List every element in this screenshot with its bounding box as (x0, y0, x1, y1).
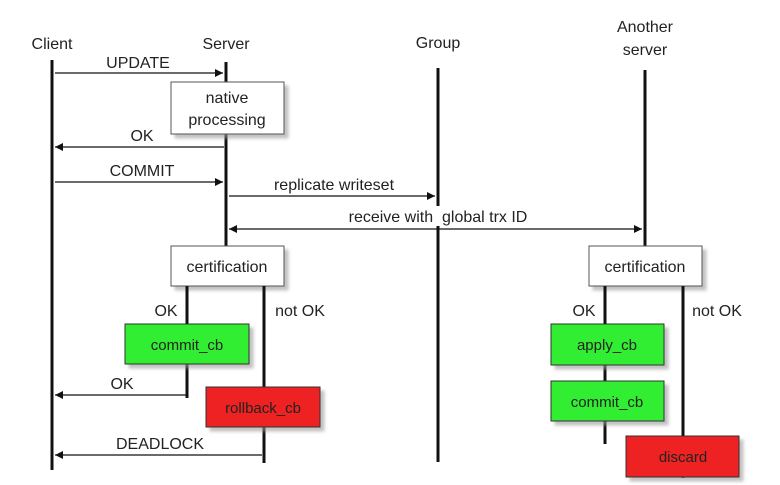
native-processing-box (170, 81, 285, 135)
apply-cb-box (550, 323, 665, 366)
native-processing-label-line2: processing (188, 112, 265, 129)
native-processing-label-line1: native (206, 90, 249, 107)
rollback-cb-label: rollback_cb (225, 400, 301, 417)
apply-cb-label: apply_cb (577, 337, 637, 354)
certification-label-another: certification (605, 259, 686, 276)
certification-label-server: certification (187, 259, 268, 276)
receive-global-trx-label: receive with global trx ID (349, 209, 528, 226)
rollback-cb-box (205, 386, 321, 428)
commit-cb-label-server: commit_cb (151, 337, 224, 354)
actor-server: Server (202, 36, 250, 53)
actor-another-server-line1: Another (617, 19, 674, 36)
another-ok-branch-label: OK (572, 303, 595, 320)
replicate-writeset-label: replicate writeset (274, 177, 395, 194)
actor-client: Client (32, 36, 73, 53)
certification-box-server (170, 245, 285, 287)
ok-label-2: OK (110, 376, 133, 393)
receive-label-bg (326, 206, 552, 226)
server-not-ok-branch-label: not OK (275, 303, 325, 320)
actor-another-server-line2: server (623, 42, 668, 59)
update-label: UPDATE (106, 55, 170, 72)
discard-box (625, 435, 740, 478)
actor-group: Group (416, 35, 461, 52)
commit-cb-box-server (124, 323, 250, 365)
server-ok-branch-label: OK (154, 303, 177, 320)
certification-box-another (588, 245, 703, 287)
deadlock-label: DEADLOCK (116, 436, 204, 453)
commit-cb-box-another (550, 380, 665, 422)
commit-label: COMMIT (110, 163, 175, 180)
commit-cb-label-another: commit_cb (571, 394, 644, 411)
discard-label: discard (659, 449, 707, 466)
another-not-ok-branch-label: not OK (692, 303, 742, 320)
ok-label-1: OK (130, 128, 153, 145)
